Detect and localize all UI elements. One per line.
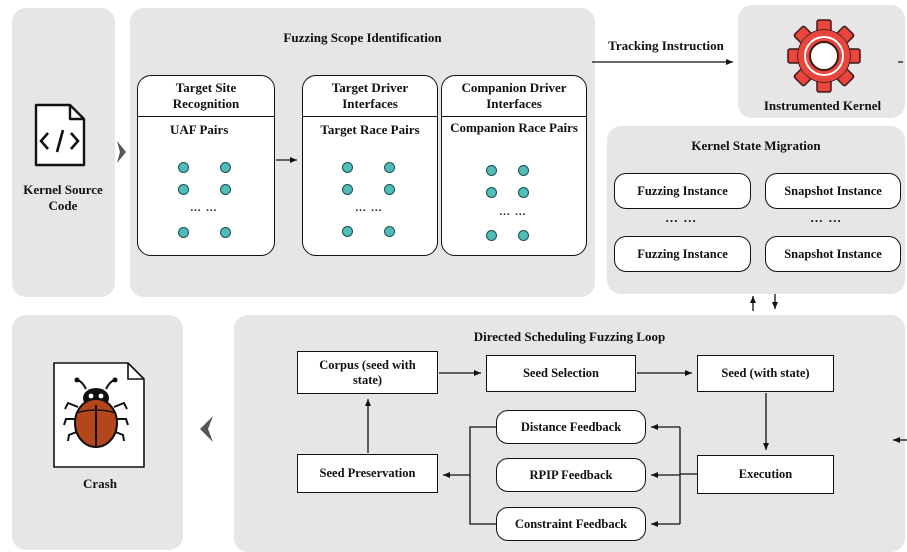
- snapshot-instance-1: Snapshot Instance: [765, 173, 901, 209]
- card-subtitle: UAF Pairs: [170, 122, 229, 137]
- seed-box: Seed (with state): [697, 355, 834, 392]
- card-divider: [442, 116, 586, 117]
- distance-feedback: Distance Feedback: [496, 410, 646, 444]
- ellipsis: … …: [665, 210, 698, 225]
- pair-dot: [518, 165, 529, 176]
- snapshot-instance-2: Snapshot Instance: [765, 236, 901, 272]
- card-divider: [138, 116, 274, 117]
- instrumented-kernel-label: Instrumented Kernel: [763, 98, 882, 113]
- loop-title: Directed Scheduling Fuzzing Loop: [473, 329, 666, 344]
- chevron-left-icon: [200, 416, 213, 442]
- pair-dot: [220, 184, 231, 195]
- card-subtitle: Companion Race Pairs: [450, 120, 578, 135]
- scope-title: Fuzzing Scope Identification: [283, 30, 442, 45]
- pair-dot: [384, 226, 395, 237]
- card-header: Target Driver Interfaces: [331, 80, 409, 111]
- tracking-instruction-label: Tracking Instruction: [608, 38, 724, 53]
- kernel-source-label: Kernel Source Code: [23, 182, 103, 213]
- pair-dot: [342, 226, 353, 237]
- seed-preservation-box: Seed Preservation: [297, 454, 438, 493]
- card-subtitle: Target Race Pairs: [320, 122, 420, 137]
- constraint-feedback: Constraint Feedback: [496, 507, 646, 541]
- fuzzing-instance-2: Fuzzing Instance: [614, 236, 751, 272]
- pair-dot: [518, 187, 529, 198]
- gear-icon: [787, 19, 861, 93]
- seed-selection-box: Seed Selection: [486, 355, 636, 392]
- ellipsis: … …: [810, 210, 843, 225]
- pair-dot: [342, 184, 353, 195]
- card-header: Companion Driver Interfaces: [461, 80, 567, 111]
- pair-dot: [178, 162, 189, 173]
- chevron-right-icon: [117, 141, 126, 163]
- card-header: Target Site Recognition: [172, 80, 240, 111]
- pair-dot: [220, 227, 231, 238]
- migration-title: Kernel State Migration: [691, 138, 821, 153]
- pair-dot: [518, 230, 529, 241]
- ellipsis: … …: [190, 202, 218, 214]
- pair-dot: [342, 162, 353, 173]
- pair-dot: [384, 184, 395, 195]
- pair-dot: [384, 162, 395, 173]
- target-driver-card: Target Driver Interfaces Target Race Pai…: [302, 75, 438, 256]
- ellipsis: … …: [499, 206, 527, 218]
- pair-dot: [178, 227, 189, 238]
- pair-dot: [486, 230, 497, 241]
- crash-label: Crash: [83, 476, 117, 491]
- rpip-feedback: RPIP Feedback: [496, 458, 646, 492]
- companion-driver-card: Companion Driver Interfaces Companion Ra…: [441, 75, 587, 256]
- code-file-icon: [34, 103, 86, 167]
- card-divider: [303, 116, 437, 117]
- ellipsis: … …: [355, 202, 383, 214]
- pair-dot: [486, 187, 497, 198]
- bug-icon: [53, 362, 145, 468]
- execution-box: Execution: [697, 455, 834, 494]
- pair-dot: [220, 162, 231, 173]
- target-site-card: Target Site Recognition UAF Pairs … …: [137, 75, 275, 256]
- pair-dot: [178, 184, 189, 195]
- pair-dot: [486, 165, 497, 176]
- corpus-box: Corpus (seed with state): [297, 351, 438, 394]
- fuzzing-instance-1: Fuzzing Instance: [614, 173, 751, 209]
